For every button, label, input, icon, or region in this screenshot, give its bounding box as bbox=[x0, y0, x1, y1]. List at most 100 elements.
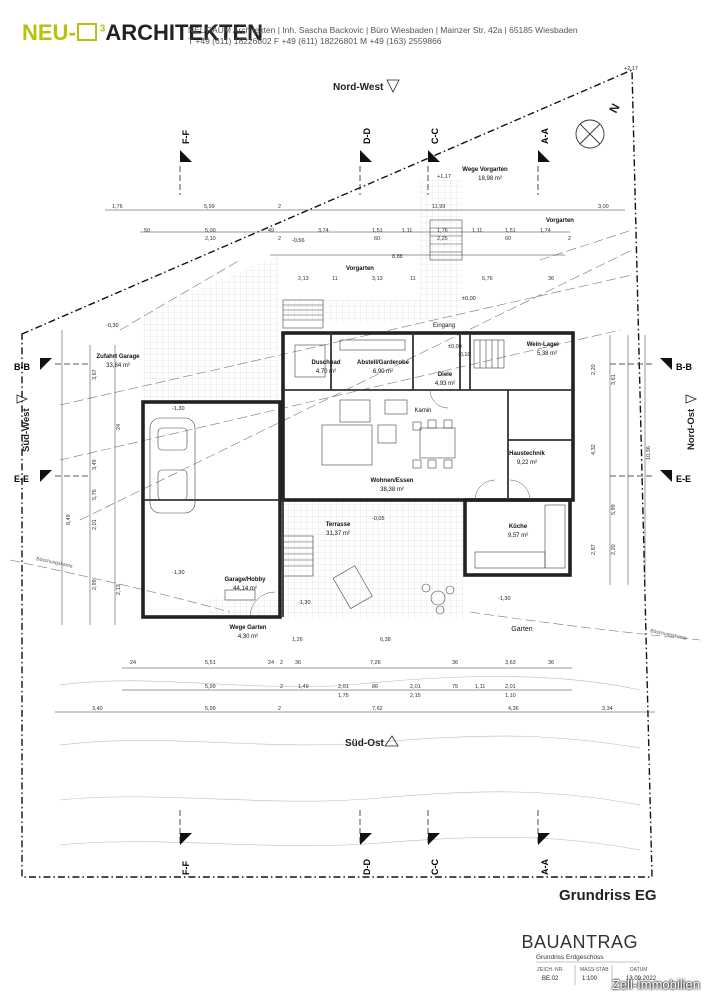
zufahrt-garage-paving bbox=[143, 256, 278, 402]
svg-text:5,00: 5,00 bbox=[205, 228, 216, 234]
room-name: Garage/Hobby bbox=[224, 577, 266, 583]
north-letter: N bbox=[606, 101, 622, 115]
contour-lines bbox=[59, 676, 641, 851]
wege-vorgarten-paving bbox=[420, 180, 462, 320]
svg-text:24: 24 bbox=[130, 660, 136, 666]
svg-text:2,25: 2,25 bbox=[437, 236, 448, 242]
company-logo: NEU-3ARCHITEKTEN bbox=[22, 20, 264, 45]
svg-text:3,61: 3,61 bbox=[611, 374, 617, 385]
svg-text:4,93 m²: 4,93 m² bbox=[435, 381, 455, 387]
room-areas: 18,98 m² 33,84 m² 4,70 m² 6,90 m² 4,93 m… bbox=[106, 176, 557, 640]
svg-text:1,10: 1,10 bbox=[505, 693, 516, 699]
room-name: Haustechnik bbox=[509, 451, 545, 457]
label-nord-west: Nord-West bbox=[333, 82, 384, 93]
svg-text:8,88: 8,88 bbox=[392, 254, 403, 260]
svg-text:3,67: 3,67 bbox=[92, 369, 98, 380]
svg-text:-1,30: -1,30 bbox=[172, 406, 185, 412]
svg-text:2: 2 bbox=[278, 706, 281, 712]
svg-text:2,15: 2,15 bbox=[410, 693, 421, 699]
svg-text:-1,30: -1,30 bbox=[298, 600, 311, 606]
svg-text:-1,30: -1,30 bbox=[172, 570, 185, 576]
room-name: Küche bbox=[509, 524, 528, 530]
room-name: Wege Vorgarten bbox=[462, 167, 508, 173]
svg-text:2: 2 bbox=[278, 204, 281, 210]
svg-text:1,51: 1,51 bbox=[372, 228, 383, 234]
property-boundary bbox=[21, 68, 653, 878]
svg-text:4,70 m²: 4,70 m² bbox=[316, 369, 336, 375]
title-block-value-scale: 1:100 bbox=[582, 976, 598, 982]
svg-text:-0,56: -0,56 bbox=[292, 238, 305, 244]
svg-text:6,90 m²: 6,90 m² bbox=[373, 369, 393, 375]
svg-text:1,49: 1,49 bbox=[298, 684, 309, 690]
section-dd-top: D-D bbox=[362, 128, 372, 144]
svg-text:2: 2 bbox=[280, 684, 283, 690]
label-nord-ost: Nord-Ost bbox=[686, 408, 697, 450]
svg-text:75: 75 bbox=[452, 684, 458, 690]
svg-text:5,99: 5,99 bbox=[611, 504, 617, 515]
svg-text:3,40: 3,40 bbox=[92, 706, 103, 712]
drawing-title: Grundriss EG bbox=[559, 887, 657, 904]
room-name: Abstell/Garderobe bbox=[357, 360, 410, 366]
title-block-subtitle: Grundriss Erdgeschoss bbox=[536, 954, 604, 961]
svg-text:50: 50 bbox=[144, 228, 150, 234]
svg-text:36: 36 bbox=[548, 660, 554, 666]
section-ee-left: E-E bbox=[14, 474, 29, 484]
svg-text:49: 49 bbox=[268, 228, 274, 234]
boeschungskante-right bbox=[469, 611, 701, 641]
svg-text:36: 36 bbox=[452, 660, 458, 666]
title-block-label-date: DATUM bbox=[630, 967, 648, 973]
svg-text:2,01: 2,01 bbox=[410, 684, 421, 690]
svg-text:24: 24 bbox=[268, 660, 274, 666]
svg-text:9,57 m²: 9,57 m² bbox=[508, 533, 528, 539]
svg-text:+2,17: +2,17 bbox=[624, 66, 638, 72]
svg-text:5,76: 5,76 bbox=[92, 489, 98, 500]
svg-text:38,38 m²: 38,38 m² bbox=[380, 487, 404, 493]
doors bbox=[249, 389, 531, 618]
svg-text:2,20: 2,20 bbox=[591, 364, 597, 375]
section-cc-bottom: C-C bbox=[430, 859, 440, 875]
svg-text:5,99: 5,99 bbox=[204, 204, 215, 210]
svg-text:6,38: 6,38 bbox=[380, 637, 391, 643]
room-labels: Wege Vorgarten Vorgarten Vorgarten Zufah… bbox=[96, 167, 574, 633]
svg-text:4,32: 4,32 bbox=[591, 444, 597, 455]
title-block-value-date: 13.09.2022 bbox=[626, 976, 657, 982]
svg-text:86: 86 bbox=[372, 684, 378, 690]
section-ff-bottom: F-F bbox=[181, 861, 191, 875]
svg-text:2,20: 2,20 bbox=[611, 544, 617, 555]
section-ff-top: F-F bbox=[181, 130, 191, 144]
section-dd-bottom: D-D bbox=[362, 859, 372, 875]
svg-text:36: 36 bbox=[295, 660, 301, 666]
svg-text:44,14 m²: 44,14 m² bbox=[233, 586, 257, 592]
svg-text:+1,17: +1,17 bbox=[437, 174, 451, 180]
svg-text:±0,00: ±0,00 bbox=[462, 296, 476, 302]
svg-text:±0,00: ±0,00 bbox=[448, 344, 462, 350]
section-aa-bottom: A-A bbox=[540, 859, 550, 875]
svg-text:3,49: 3,49 bbox=[92, 459, 98, 470]
svg-text:1,11: 1,11 bbox=[402, 228, 412, 234]
svg-text:2,01: 2,01 bbox=[338, 684, 349, 690]
svg-text:4,36: 4,36 bbox=[508, 706, 519, 712]
svg-text:-0,05: -0,05 bbox=[372, 516, 385, 522]
room-name: Diele bbox=[438, 372, 453, 378]
svg-text:11,99: 11,99 bbox=[432, 204, 445, 210]
room-name: Wein-Lager bbox=[527, 342, 560, 348]
section-lines-horizontal bbox=[55, 363, 655, 477]
building-walls bbox=[141, 331, 575, 619]
svg-text:2,01: 2,01 bbox=[92, 519, 98, 530]
dimension-lines bbox=[55, 209, 655, 713]
svg-text:1,11: 1,11 bbox=[472, 228, 482, 234]
title-block-title: BAUANTRAG bbox=[521, 932, 638, 952]
svg-text:9,22 m²: 9,22 m² bbox=[517, 460, 537, 466]
svg-text:60: 60 bbox=[505, 236, 511, 242]
section-markers-top: F-F D-D C-C A-A bbox=[180, 128, 550, 162]
svg-text:2,13: 2,13 bbox=[116, 584, 122, 595]
svg-text:33,84 m²: 33,84 m² bbox=[106, 363, 130, 369]
section-bb-left: B-B bbox=[14, 362, 30, 372]
svg-text:8,49: 8,49 bbox=[66, 514, 72, 525]
room-name: Wohnen/Essen bbox=[371, 478, 414, 484]
svg-text:5,38 m²: 5,38 m² bbox=[537, 351, 557, 357]
svg-text:5,76: 5,76 bbox=[482, 276, 493, 282]
room-name: Wege Garten bbox=[230, 625, 267, 631]
section-markers-side: B-B E-E B-B E-E bbox=[14, 358, 692, 484]
